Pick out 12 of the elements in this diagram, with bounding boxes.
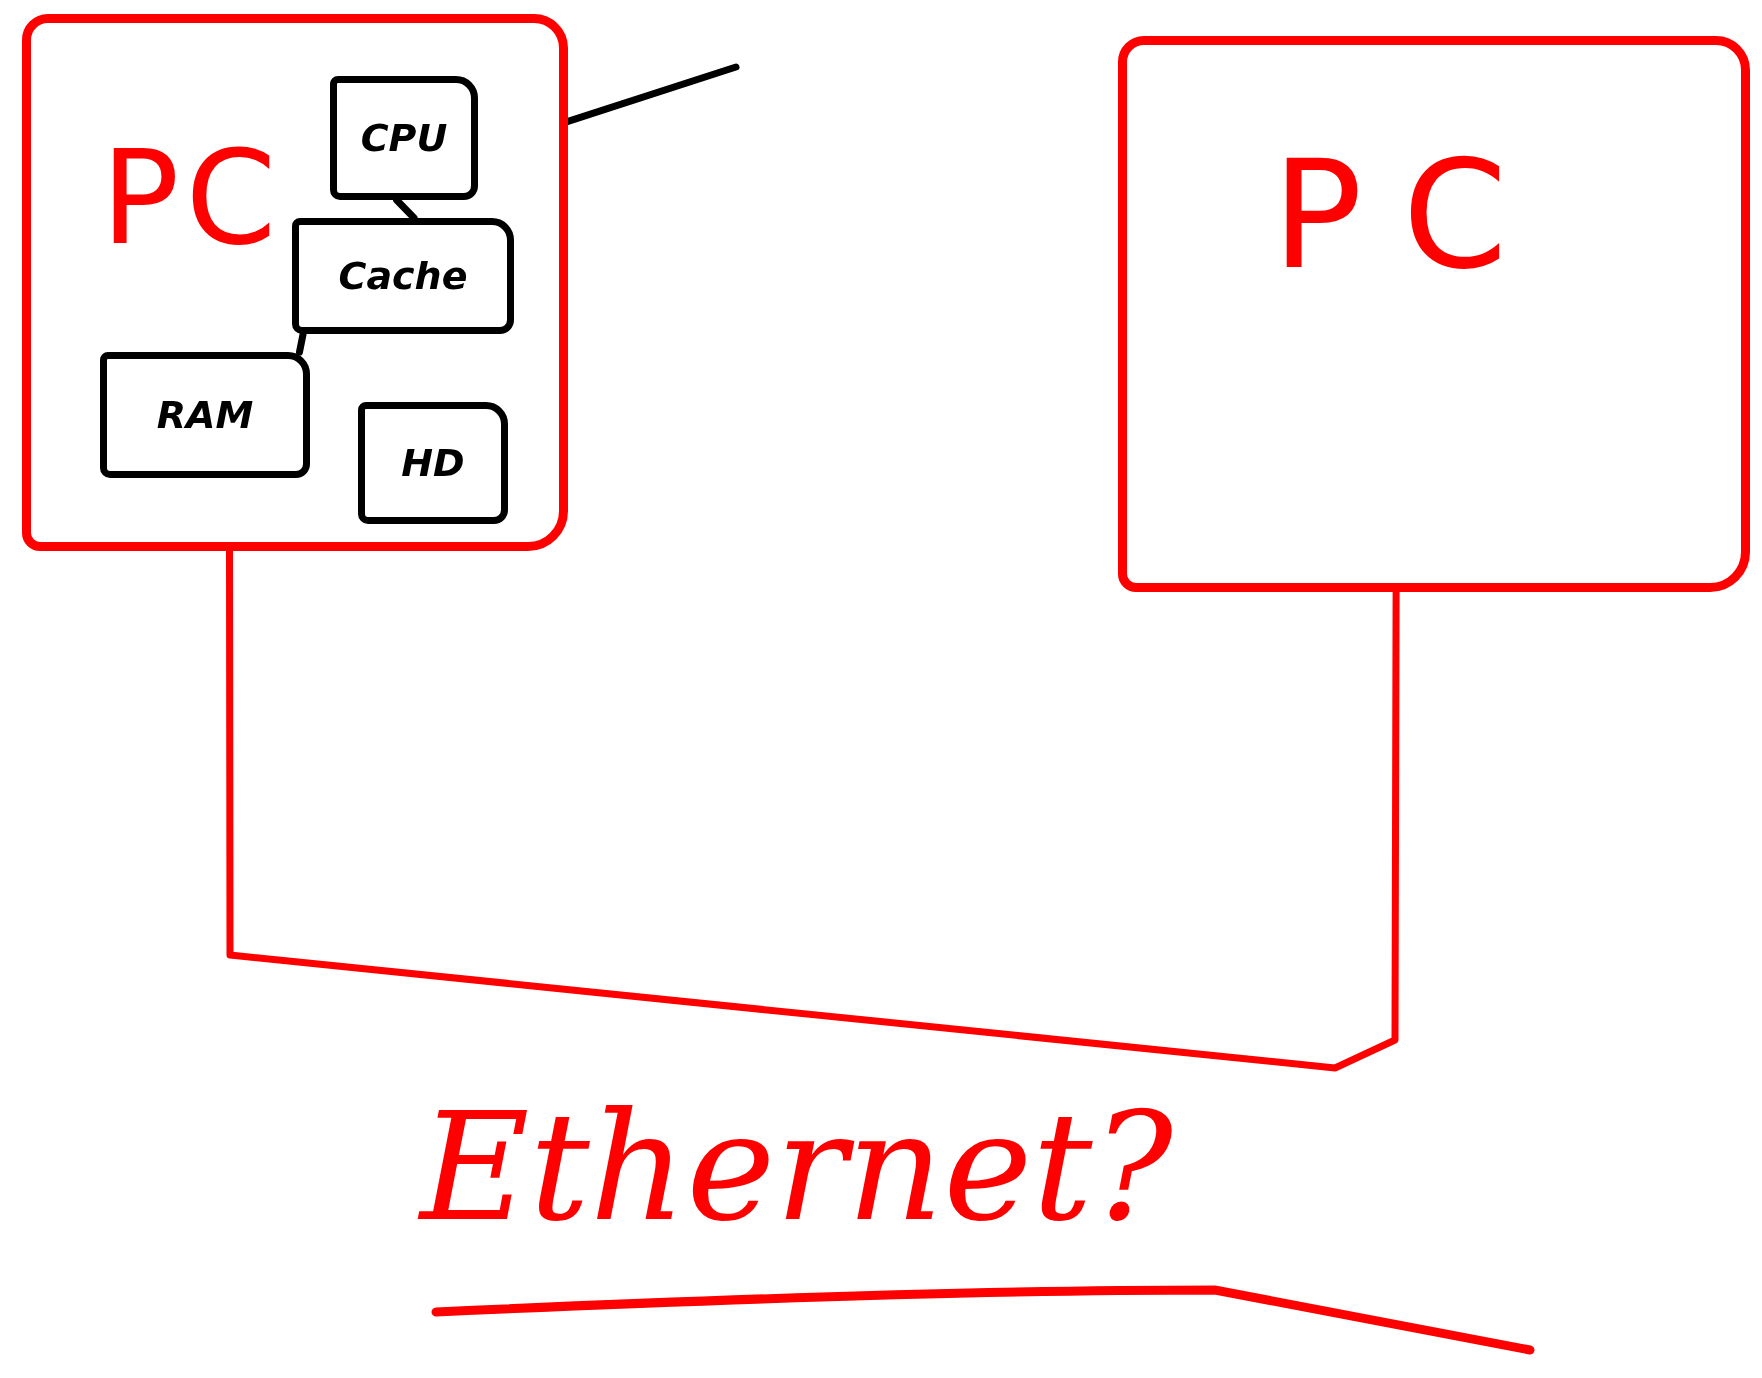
node-label: RAM (156, 396, 254, 434)
component-box (330, 76, 478, 200)
node-label: Cache (338, 257, 468, 295)
component-box (358, 402, 508, 524)
computer-box (1118, 36, 1750, 592)
component-box (100, 352, 310, 478)
node-label: PC (101, 133, 283, 263)
node-label: CPU (360, 119, 448, 157)
node-label: HD (401, 444, 465, 482)
node-label: PC (1272, 140, 1548, 290)
computer-box (22, 14, 568, 551)
component-box (292, 218, 514, 334)
